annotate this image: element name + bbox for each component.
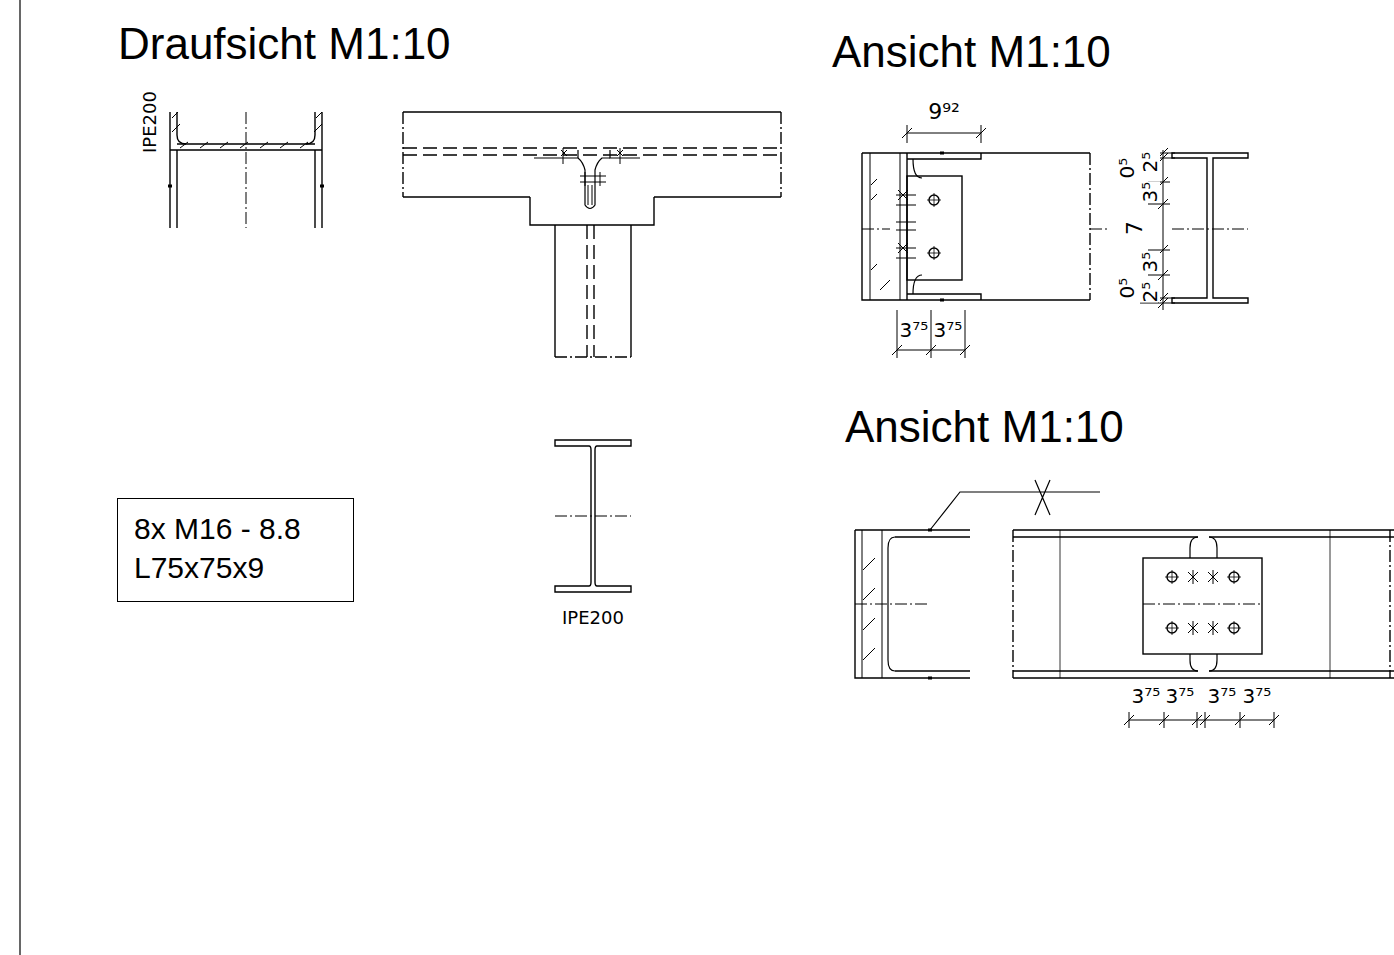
- dimension-text: 7: [1124, 221, 1146, 235]
- dimension-text: 3⁷⁵: [900, 320, 929, 340]
- elevation-bottom: [855, 480, 1394, 728]
- elevation-top: [862, 125, 1110, 358]
- profile-label: IPE200: [141, 91, 159, 153]
- dimension-text: 0⁵: [1117, 278, 1137, 299]
- dimension-text: 3⁷⁵: [1243, 686, 1272, 706]
- note-text: L75x75x9: [134, 548, 337, 587]
- ipe-section: [555, 440, 631, 592]
- dimension-text: 3⁵: [1140, 252, 1160, 273]
- note-text: 8x M16 - 8.8: [134, 509, 337, 548]
- plan-section: [168, 112, 324, 228]
- plan-view: [403, 112, 781, 357]
- dimension-text: 2⁵: [1140, 282, 1160, 303]
- ipe-section-small: [1140, 148, 1248, 310]
- dimension-text: 9⁹²: [928, 101, 960, 123]
- dimension-text: 3⁷⁵: [1166, 686, 1195, 706]
- dimension-text: 3⁷⁵: [1208, 686, 1237, 706]
- view-heading: Ansicht M1:10: [832, 30, 1111, 74]
- profile-label: IPE200: [562, 609, 624, 627]
- dimension-text: 2⁵: [1140, 152, 1160, 173]
- view-heading: Ansicht M1:10: [845, 405, 1124, 449]
- view-heading: Draufsicht M1:10: [118, 22, 451, 66]
- dimension-text: 3⁷⁵: [934, 320, 963, 340]
- dimension-text: 0⁵: [1117, 158, 1137, 179]
- legend-box: 8x M16 - 8.8L75x75x9: [117, 498, 354, 602]
- dimension-text: 3⁵: [1140, 182, 1160, 203]
- dimension-text: 3⁷⁵: [1132, 686, 1161, 706]
